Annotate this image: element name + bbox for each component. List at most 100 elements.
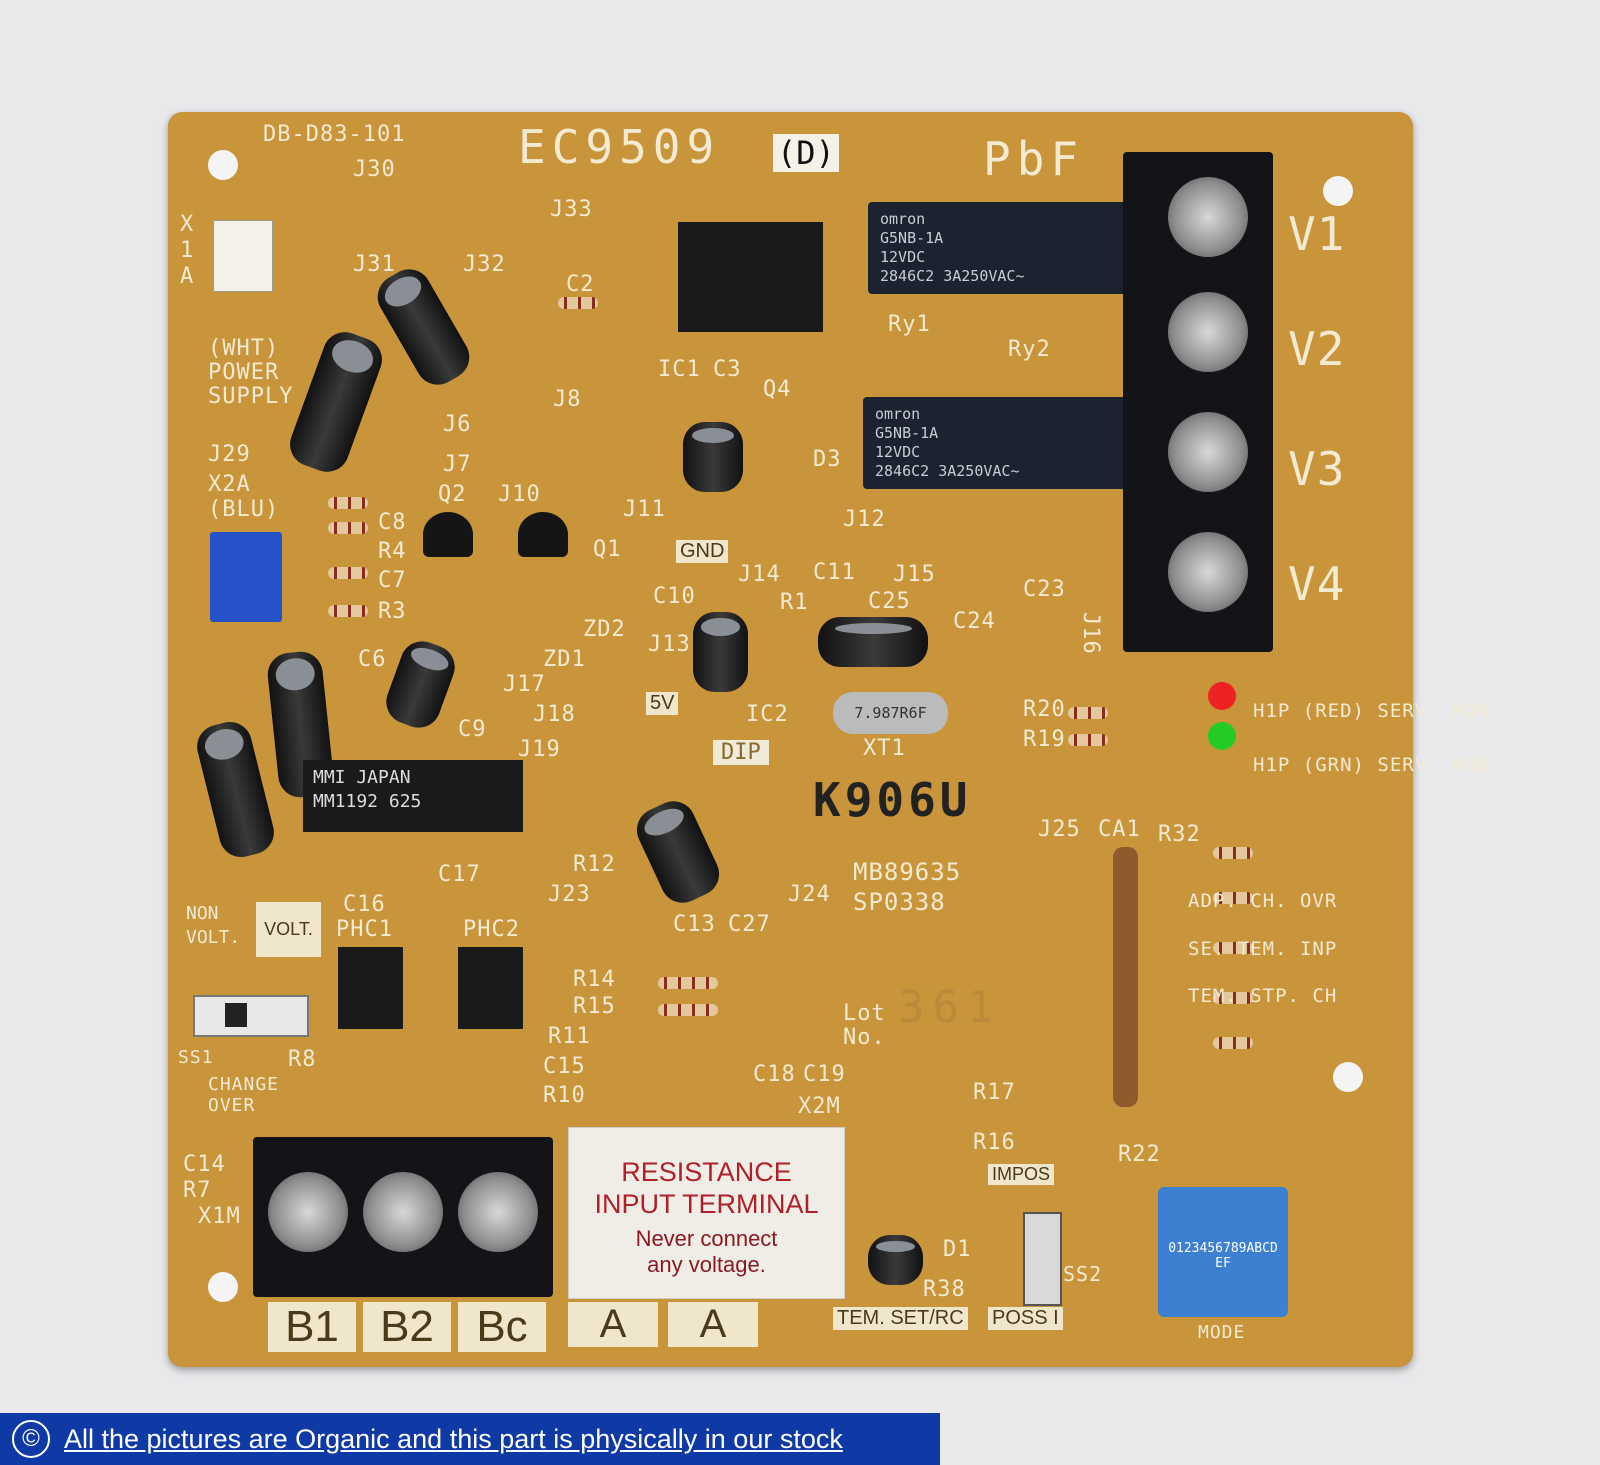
relay-code: 2846C2 [880,267,935,285]
silk-label: R38 [923,1277,966,1302]
function-label: TEM. STP. CH [1188,985,1338,1007]
terminal-label: Bc [458,1302,546,1352]
silk-label: J11 [623,497,666,522]
mounting-hole [1323,176,1353,206]
x1a-label: X1A [180,212,194,289]
relay-ref: Ry2 [1008,337,1051,362]
slide-switch-ss2[interactable] [1023,1212,1062,1306]
silk-label: J23 [548,882,591,907]
silk-label: 5V [646,692,679,715]
capacitor [192,717,279,862]
relay-brand: omron [875,405,921,423]
resistor [328,605,368,617]
silk-label: C17 [438,862,481,887]
screw-terminal-v2[interactable] [1168,292,1248,372]
power-supply-label: (WHT) POWER SUPPLY [208,336,294,409]
relay-voltage: 12VDC [880,248,926,266]
silk-label: C18 [753,1062,796,1087]
led-label: H1P (GRN) SERV. MON [1253,754,1490,776]
ic-mm1192: MMI JAPAN MM1192 625 [303,760,523,832]
silk-label: Q4 [763,377,792,402]
silk-label: R7 [183,1178,212,1203]
silk-label: R12 [573,852,616,877]
relay-model: G5NB-1A [875,424,939,442]
silk-label: R10 [543,1083,586,1108]
led-label: H1P (RED) SERV. MON [1253,700,1490,722]
silk-label: J29 [208,442,251,467]
photocoupler [338,947,403,1029]
silk-label: J8 [553,387,582,412]
silk-label: J16 [1078,612,1103,655]
capacitor [683,422,743,492]
silk-label: PHC2 [463,917,520,942]
photocoupler [458,947,523,1029]
resistor [328,497,368,509]
silk-label: C11 [813,560,856,585]
screw-terminal-v1[interactable] [1168,177,1248,257]
crystal-oscillator: 7.987R6F [833,692,948,734]
resistor [1068,734,1108,746]
rotary-mode-switch[interactable]: 0123456789ABCDEF [1158,1187,1288,1317]
resistor [328,567,368,579]
screw-terminal-b2[interactable] [363,1172,443,1252]
silk-label: R8 [288,1047,317,1072]
non-volt-label: NON VOLT. [186,903,241,948]
capacitor [380,635,461,734]
silk-label: R16 [973,1130,1016,1155]
silk-label: J18 [533,702,576,727]
silk-label: J17 [503,672,546,697]
silk-label: GND [676,540,729,563]
terminal-label: A [568,1302,658,1347]
revision: (D) [773,134,839,172]
screw-terminal-v4[interactable] [1168,532,1248,612]
resistor [1213,847,1253,859]
sticker-line: any voltage. [647,1252,766,1277]
transistor [518,512,568,557]
silk-label: R3 [378,599,407,624]
silk-label: J6 [443,412,472,437]
screw-terminal-b1[interactable] [268,1172,348,1252]
x1a-connector[interactable] [213,220,273,292]
function-label: SE. TEM. INP [1188,938,1338,960]
stamp: K906U [813,773,972,827]
x2a-connector[interactable] [210,532,282,622]
screw-terminal-bc[interactable] [458,1172,538,1252]
screw-terminal-v3[interactable] [1168,412,1248,492]
silk-label: IC1 [658,357,701,382]
silk-label: R22 [1118,1142,1161,1167]
silk-label: J31 [353,252,396,277]
banner-text: All the pictures are Organic and this pa… [64,1423,843,1454]
change-over-switch[interactable] [193,995,309,1037]
terminal-label: V1 [1288,207,1346,261]
mounting-hole [208,150,238,180]
silk-label: C23 [1023,577,1066,602]
capacitor [868,1235,923,1285]
silk-label: J33 [550,197,593,222]
silk-label: D1 [943,1237,972,1262]
silk-label: X1M [198,1204,241,1229]
silk-label: R11 [548,1024,591,1049]
function-label: ADP. CH. OVR [1188,890,1338,912]
impos-label: IMPOS [988,1164,1055,1185]
relay-model: G5NB-1A [880,229,944,247]
silk-label: C9 [458,717,487,742]
mounting-hole [1333,1062,1363,1092]
silk-label: R20 [1023,697,1066,722]
terminal-label: A [668,1302,758,1347]
led-red [1208,682,1236,710]
resistor [1213,1037,1253,1049]
mcu-label: MB89635 SP0338 [853,858,962,916]
silk-label: C24 [953,609,996,634]
silk-label: R32 [1158,822,1201,847]
silk-label: CA1 [1098,817,1141,842]
resistor [1213,942,1253,954]
relay-rating: 3A250VAC~ [943,267,1025,285]
silk-label: R14 [573,967,616,992]
silk-label: R1 [780,590,809,615]
silk-label: XT1 [863,736,906,761]
tem-set-label: TEM. SET/RC [833,1307,968,1330]
pcb-board: DB-D83-101 EC9509 (D) PbF J30 J31 J32 J3… [168,112,1488,1367]
silk-label: C16 [343,892,386,917]
silk-label: J13 [648,632,691,657]
silk-label: J10 [498,482,541,507]
